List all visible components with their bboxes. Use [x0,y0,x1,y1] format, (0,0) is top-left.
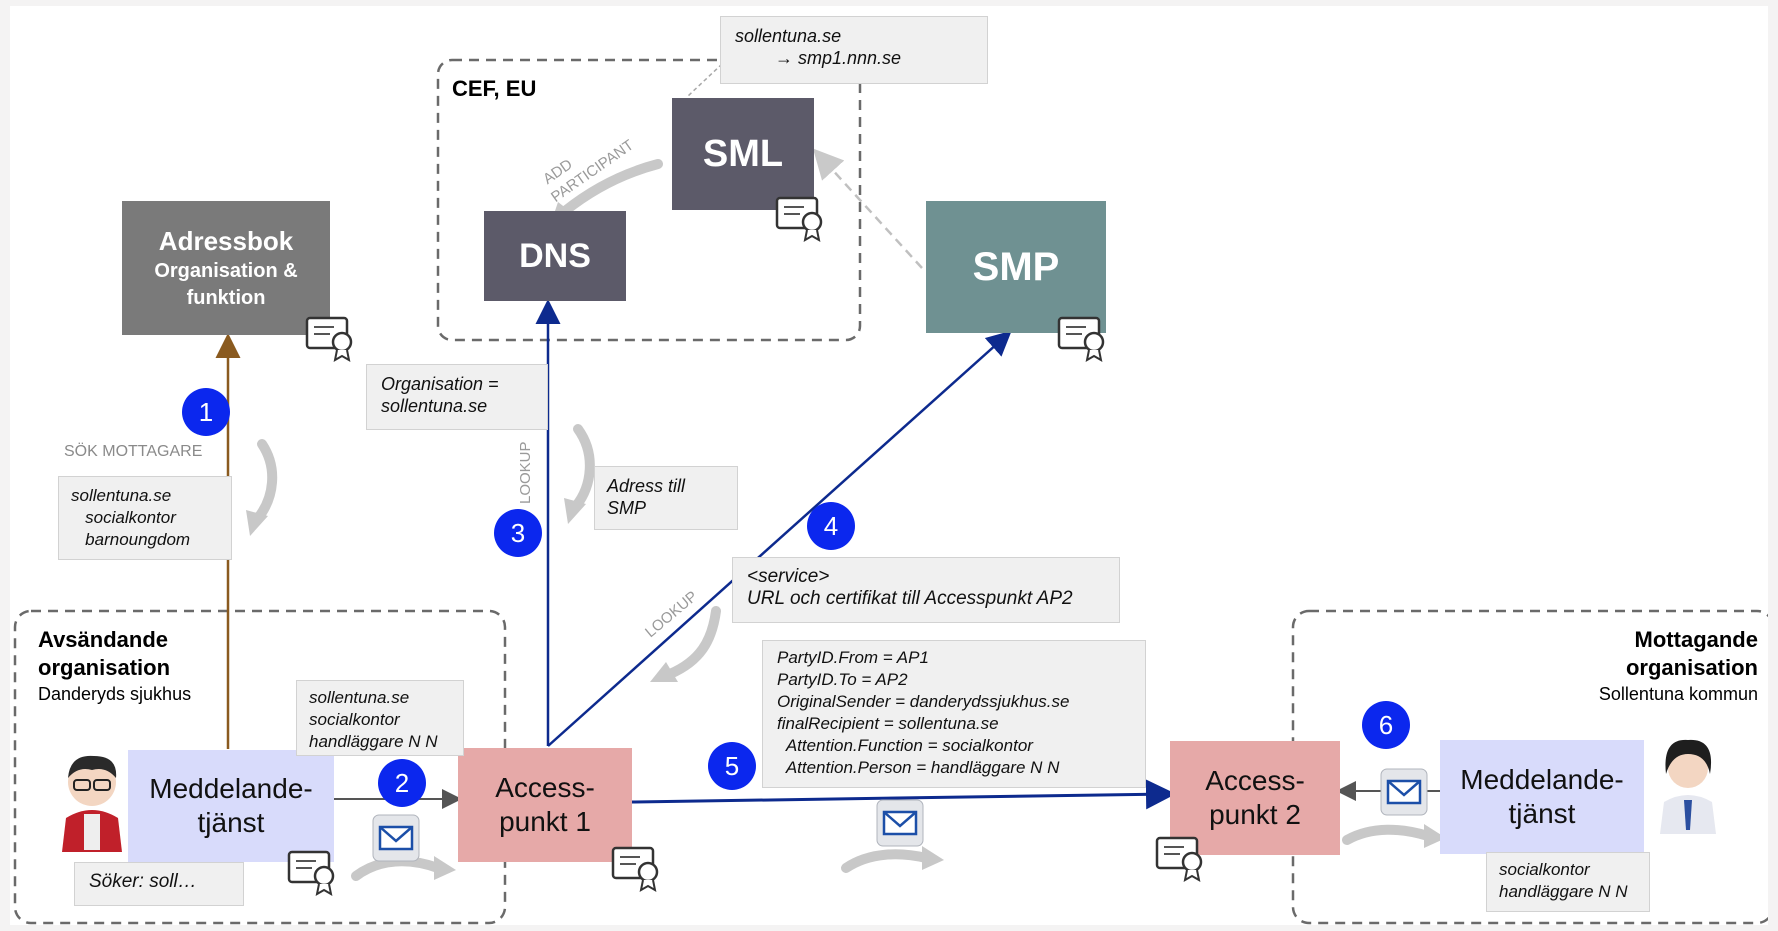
step4-arrow [547,330,1012,747]
person-male-icon [62,755,122,852]
certificate-icon [287,850,335,896]
envelope-icon [1380,768,1428,816]
meddelandetjanst-receiver-box[interactable]: Meddelande- tjänst [1440,740,1644,854]
meddelandetjanst-sender-box[interactable]: Meddelande- tjänst [128,750,334,862]
organisation-note: Organisation = sollentuna.se [366,364,548,430]
sml-box[interactable]: SML [672,98,814,210]
cef-region-label: CEF, EU [452,76,537,101]
receiver-region-frame [1291,609,1768,925]
sender-region-frame [13,609,507,925]
search-result-note: sollentuna.se socialkontor barnoungdom [58,476,232,560]
accesspunkt-1-box[interactable]: Access- punkt 1 [458,748,632,862]
certificate-icon [1155,836,1203,882]
certificate-icon [1057,316,1105,362]
sender-address-note: sollentuna.se socialkontor handläggare N… [296,680,464,756]
step-badge-3: 3 [494,509,542,557]
sml-mapping-note: sollentuna.se → smp1.nnn.se [720,16,988,84]
lookup-dns-label: LOOKUP [517,441,534,504]
certificate-icon [611,846,659,892]
diagram-canvas: CEF, EU Avsändande organisation Danderyd… [10,6,1768,925]
message-headers-note: PartyID.From = AP1 PartyID.To = AP2 Orig… [762,640,1146,788]
search-field-note[interactable]: Söker: soll… [74,862,244,906]
step-badge-4: 4 [807,502,855,550]
smp-box[interactable]: SMP [926,201,1106,333]
adress-till-smp-note: Adress till SMP [594,466,738,530]
envelope-icon [372,814,420,862]
sok-mottagare-label: SÖK MOTTAGARE [64,443,203,460]
adressbok-box[interactable]: Adressbok Organisation & funktion [122,201,330,335]
step-badge-6: 6 [1362,701,1410,749]
step5-arrow [631,779,1176,810]
dns-box[interactable]: DNS [484,211,626,301]
service-note: <service> URL och certifikat till Access… [732,557,1120,623]
receiver-address-note: socialkontor handläggare N N [1486,852,1650,912]
certificate-icon [305,316,353,362]
person-female-icon [1660,739,1716,834]
sender-region-label: Avsändande organisation Danderyds sjukhu… [38,627,192,704]
cef-region-frame [436,58,862,342]
step-badge-1: 1 [182,388,230,436]
smp-to-sml-line [812,148,923,269]
accesspunkt-2-box[interactable]: Access- punkt 2 [1170,741,1340,855]
step-badge-2: 2 [378,759,426,807]
envelope-icon [876,799,924,847]
receiver-region-label: Mottagande organisation Sollentuna kommu… [1598,627,1758,704]
step-badge-5: 5 [708,742,756,790]
certificate-icon [775,196,823,242]
